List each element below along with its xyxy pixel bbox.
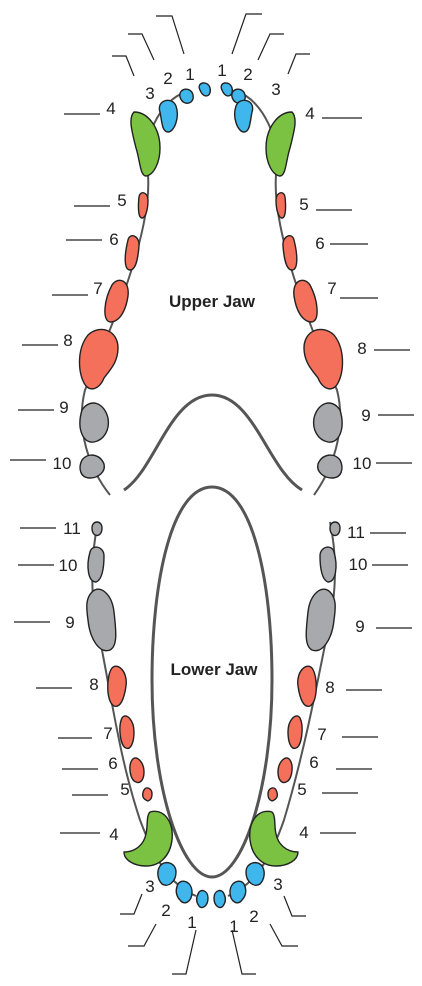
label-lower-left-5: 5 (120, 780, 129, 799)
label-upper-left-7: 7 (93, 279, 102, 298)
label-upper-left-3: 3 (145, 84, 154, 103)
lower-left-premolar-7 (120, 716, 134, 748)
lower-right-premolar-7 (288, 716, 302, 748)
label-lower-left-7: 7 (103, 724, 112, 743)
label-upper-right-1: 1 (217, 61, 226, 80)
upper-right-canine (266, 112, 295, 176)
label-upper-left-9: 9 (59, 398, 68, 417)
lower-jaw-title: Lower Jaw (171, 660, 259, 679)
label-lower-left-10: 10 (59, 556, 78, 575)
upper-jaw-title: Upper Jaw (169, 292, 256, 311)
lower-arch-right (228, 522, 335, 896)
upper-right-incisor-3 (235, 100, 253, 132)
upper-right-molar-10 (318, 455, 342, 478)
upper-right-molar-9 (314, 403, 342, 442)
label-upper-left-6: 6 (109, 230, 118, 249)
leader-upper-left-2 (128, 34, 154, 60)
label-upper-right-3: 3 (271, 80, 280, 99)
leader-upper-left-1 (156, 16, 184, 54)
lower-right-canine (250, 811, 298, 866)
lower-right-molar-9 (306, 589, 335, 650)
leader-lower-right-3 (284, 896, 306, 916)
label-upper-right-8: 8 (357, 339, 366, 358)
lower-right-incisor-2 (230, 881, 246, 903)
lower-left-incisor-3 (158, 863, 176, 886)
label-upper-right-9: 9 (361, 406, 370, 425)
lower-left-premolar-6 (130, 758, 144, 783)
label-upper-right-2: 2 (243, 65, 252, 84)
label-lower-left-1: 1 (187, 913, 196, 932)
label-lower-right-9: 9 (355, 617, 364, 636)
lower-left-premolar-5 (143, 788, 152, 801)
label-upper-right-10: 10 (353, 454, 372, 473)
upper-right-premolar-6 (283, 236, 297, 270)
upper-left-molar-10 (80, 455, 104, 478)
label-lower-right-2: 2 (249, 907, 258, 926)
upper-left-premolar-6 (125, 236, 139, 270)
lower-right-molar-10 (320, 547, 336, 582)
label-lower-left-11: 11 (63, 519, 81, 538)
label-upper-right-4: 4 (305, 104, 314, 123)
lower-right-incisor-1 (214, 891, 225, 908)
leader-upper-right-2 (258, 34, 284, 60)
label-lower-right-8: 8 (325, 678, 334, 697)
lower-left-molar-11 (92, 522, 102, 536)
lower-right-premolar-6 (278, 758, 292, 783)
lower-left-premolar-8 (108, 666, 127, 706)
label-lower-right-6: 6 (309, 753, 318, 772)
leader-lower-right-1 (232, 930, 256, 974)
label-lower-right-1: 1 (229, 917, 238, 936)
leader-lower-left-1 (172, 930, 196, 974)
label-lower-left-2: 2 (161, 901, 170, 920)
lower-left-molar-9 (87, 589, 116, 650)
label-lower-left-8: 8 (89, 675, 98, 694)
upper-right-molar-8 (304, 329, 343, 388)
leader-upper-right-3 (288, 54, 310, 74)
upper-palate-curve (124, 395, 302, 490)
label-upper-left-5: 5 (117, 191, 126, 210)
upper-left-incisor-2 (180, 89, 193, 103)
label-upper-left-10: 10 (53, 454, 72, 473)
upper-left-incisor-1 (199, 83, 210, 96)
upper-left-premolar-7 (105, 280, 128, 322)
leader-lower-left-2 (128, 924, 156, 946)
upper-right-premolar-7 (294, 280, 317, 322)
upper-right-incisor-1 (221, 83, 232, 96)
label-lower-right-10: 10 (349, 555, 368, 574)
leader-upper-right-1 (232, 14, 262, 54)
lower-right-premolar-8 (298, 666, 317, 706)
lower-right-molar-11 (330, 522, 340, 536)
leader-lower-right-2 (270, 924, 298, 946)
label-upper-right-6: 6 (315, 234, 324, 253)
lower-right-incisor-3 (246, 863, 264, 886)
label-lower-right-11: 11 (347, 523, 365, 542)
upper-left-premolar-5 (138, 193, 148, 218)
label-lower-left-9: 9 (65, 613, 74, 632)
label-upper-left-4: 4 (106, 99, 115, 118)
lower-left-canine (124, 811, 172, 866)
label-lower-right-7: 7 (317, 725, 326, 744)
label-lower-left-6: 6 (108, 754, 117, 773)
label-upper-left-8: 8 (63, 331, 72, 350)
label-lower-left-3: 3 (145, 877, 154, 896)
label-upper-left-2: 2 (163, 69, 172, 88)
lower-left-incisor-2 (176, 881, 192, 903)
leader-lower-left-3 (120, 894, 142, 914)
label-upper-left-1: 1 (185, 65, 194, 84)
label-lower-left-4: 4 (109, 825, 118, 844)
label-upper-right-5: 5 (299, 195, 308, 214)
leader-upper-left-3 (112, 56, 134, 76)
label-upper-right-7: 7 (327, 279, 336, 298)
upper-left-molar-9 (80, 403, 108, 442)
label-lower-right-5: 5 (297, 780, 306, 799)
upper-left-incisor-3 (159, 100, 177, 132)
label-lower-right-4: 4 (299, 823, 308, 842)
lower-right-premolar-5 (268, 788, 277, 801)
lower-left-incisor-1 (197, 891, 208, 908)
label-lower-right-3: 3 (273, 875, 282, 894)
lower-left-molar-10 (88, 547, 104, 582)
upper-left-molar-8 (80, 329, 119, 388)
